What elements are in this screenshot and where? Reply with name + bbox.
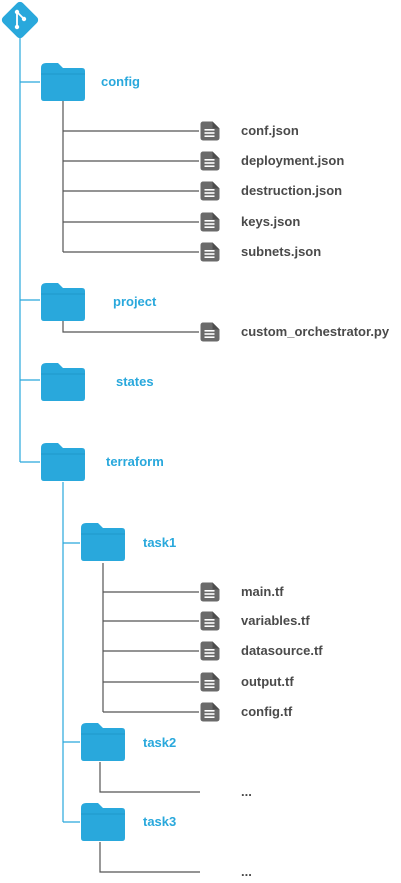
file-icon[interactable] bbox=[200, 121, 220, 141]
file-label[interactable]: conf.json bbox=[241, 123, 299, 138]
folder-icon-task2[interactable] bbox=[80, 722, 126, 762]
file-label[interactable]: datasource.tf bbox=[241, 643, 323, 658]
folder-icon-terraform[interactable] bbox=[40, 442, 86, 482]
file-icon[interactable] bbox=[200, 151, 220, 171]
folder-label-config[interactable]: config bbox=[101, 74, 140, 89]
file-label[interactable]: keys.json bbox=[241, 214, 301, 229]
folder-label-terraform[interactable]: terraform bbox=[106, 454, 164, 469]
folder-icon-task1[interactable] bbox=[80, 522, 126, 562]
folder-label-states[interactable]: states bbox=[116, 374, 154, 389]
folder-label-task2[interactable]: task2 bbox=[143, 735, 177, 750]
file-label[interactable]: output.tf bbox=[241, 674, 294, 689]
file-icon[interactable] bbox=[200, 212, 220, 232]
file-icon[interactable] bbox=[200, 641, 220, 661]
folder-label-task3[interactable]: task3 bbox=[143, 814, 177, 829]
file-ellipsis: ... bbox=[241, 784, 252, 799]
folder-icon-config[interactable] bbox=[40, 62, 86, 102]
file-label[interactable]: destruction.json bbox=[241, 183, 343, 198]
file-label[interactable]: config.tf bbox=[241, 704, 293, 719]
file-label[interactable]: deployment.json bbox=[241, 153, 345, 168]
file-icon[interactable] bbox=[200, 672, 220, 692]
file-icon[interactable] bbox=[200, 611, 220, 631]
file-icon[interactable] bbox=[200, 702, 220, 722]
file-icon[interactable] bbox=[200, 582, 220, 602]
folder-label-task1[interactable]: task1 bbox=[143, 535, 177, 550]
file-label[interactable]: custom_orchestrator.py bbox=[241, 324, 390, 339]
tree-connectors bbox=[19, 38, 200, 873]
folder-icon-states[interactable] bbox=[40, 362, 86, 402]
file-label[interactable]: variables.tf bbox=[241, 613, 310, 628]
file-label[interactable]: main.tf bbox=[241, 584, 284, 599]
folder-icon-task3[interactable] bbox=[80, 802, 126, 842]
file-ellipsis: ... bbox=[241, 864, 252, 879]
folder-label-project[interactable]: project bbox=[113, 294, 157, 309]
folder-icon-project[interactable] bbox=[40, 282, 86, 322]
file-label[interactable]: subnets.json bbox=[241, 244, 322, 259]
file-icon[interactable] bbox=[200, 181, 220, 201]
file-icon[interactable] bbox=[200, 242, 220, 262]
git-icon bbox=[1, 1, 39, 39]
file-icon[interactable] bbox=[200, 322, 220, 342]
